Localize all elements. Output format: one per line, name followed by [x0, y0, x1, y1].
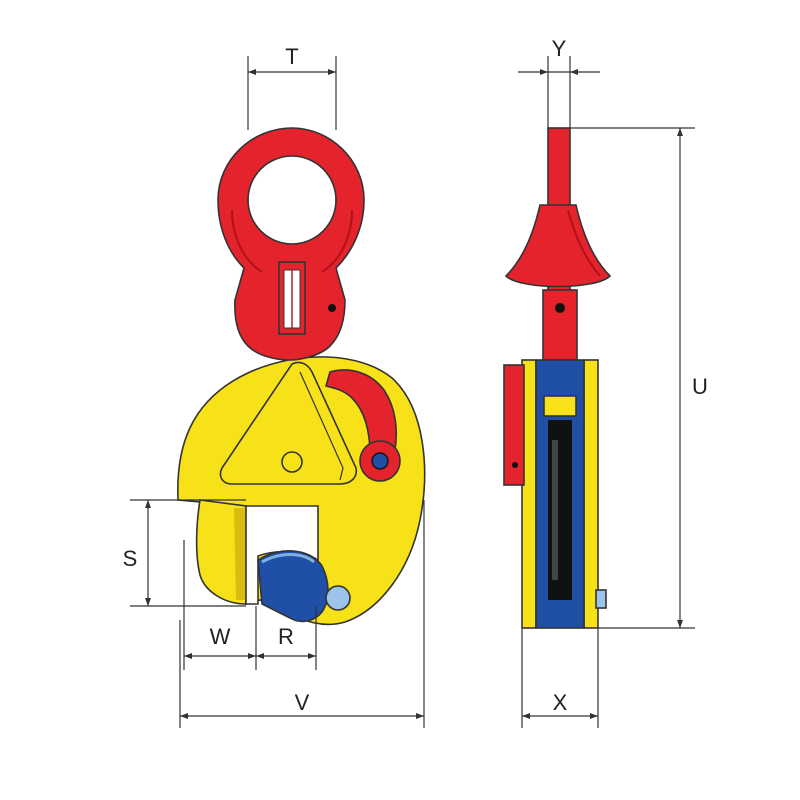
side-collar-shade [567, 209, 601, 277]
side-yellow-insert [543, 395, 577, 417]
front-view [176, 127, 426, 626]
side-core-highlight [552, 440, 558, 580]
dim-label-S: S [123, 546, 138, 571]
lever-hub-bolt [371, 452, 389, 470]
dim-label-Y: Y [552, 36, 567, 61]
side-lever [503, 364, 525, 486]
dim-label-R: R [278, 624, 294, 649]
dimension-arrows [145, 69, 683, 719]
eye-inner-groove-left [231, 209, 263, 273]
cam-plate-edge [299, 371, 344, 481]
side-bottom-bolt [595, 589, 607, 609]
side-neck [542, 289, 578, 361]
side-black-core [548, 420, 572, 600]
eye-inner-groove-right [321, 209, 353, 273]
pivot-pin [325, 585, 351, 611]
dim-label-T: T [285, 44, 298, 69]
side-lever-dot [512, 462, 518, 468]
side-collar [504, 204, 612, 288]
lifting-eye-hole [247, 155, 337, 245]
dim-label-X: X [553, 690, 568, 715]
blue-cam [257, 550, 329, 623]
clamp-body [176, 356, 426, 626]
dimension-labels: T Y U S W R V X [123, 36, 708, 715]
pivot-hole [281, 451, 303, 473]
dim-label-U: U [692, 374, 708, 399]
shackle-screw [328, 304, 336, 312]
dimension-lines [130, 56, 695, 728]
dim-label-V: V [295, 690, 310, 715]
blue-cam-highlight [261, 553, 315, 564]
side-neck-pin [555, 303, 565, 313]
side-view [503, 127, 612, 629]
clamp-jaw-hook [195, 499, 247, 605]
jaw-hook-shade [234, 508, 246, 600]
side-plate-right [583, 359, 599, 629]
dim-label-W: W [210, 624, 231, 649]
cam-plate [219, 361, 358, 485]
